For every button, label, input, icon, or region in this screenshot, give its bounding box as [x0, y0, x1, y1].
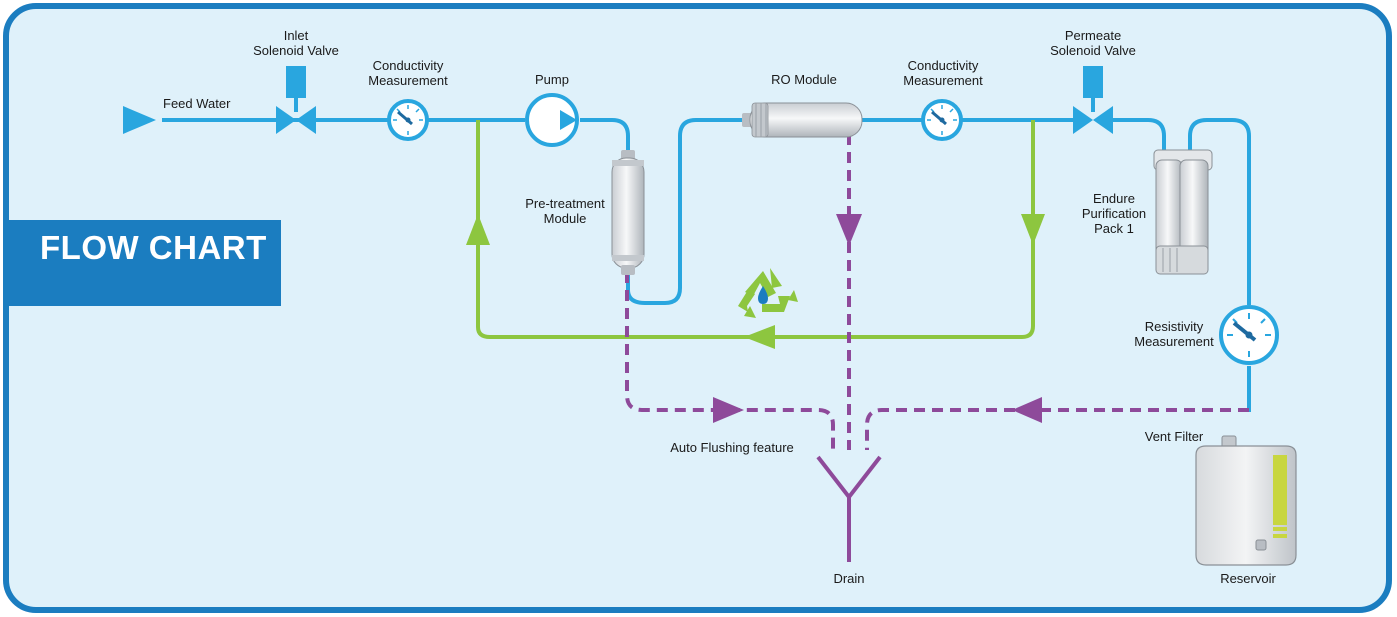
conductivity-1-label: Conductivity Measurement: [368, 58, 448, 88]
ro-module-label: RO Module: [771, 72, 837, 87]
purification-pack-icon: [1153, 149, 1213, 275]
inlet-valve-icon: [276, 66, 316, 134]
permeate-valve-label: Permeate Solenoid Valve: [1050, 28, 1136, 58]
resistivity-label: Resistivity Measurement: [1134, 319, 1214, 349]
reservoir-icon: [1195, 435, 1297, 566]
ro-module-icon: [742, 102, 863, 138]
title-box: [8, 220, 281, 306]
water-lines: [162, 118, 1251, 412]
drain-funnel: [816, 455, 882, 562]
feed-water-arrow: [123, 106, 156, 134]
recycle-icon: [738, 268, 798, 318]
auto-flushing-label: Auto Flushing feature: [670, 440, 794, 455]
pretreatment-module-icon: [611, 150, 645, 275]
pump-label: Pump: [535, 72, 569, 87]
gauge-icon: [921, 99, 963, 141]
feed-water-label: Feed Water: [163, 96, 231, 111]
water-drop-icon: [758, 286, 768, 304]
pretreatment-label: Pre-treatment Module: [525, 196, 605, 226]
recycle-arrow-down: [1021, 214, 1045, 245]
gauge-icon: [387, 99, 429, 141]
page-title: FLOW CHART: [40, 229, 267, 266]
reservoir-label: Reservoir: [1220, 571, 1276, 586]
drain-arrow-right: [713, 397, 744, 423]
drain-arrow-left: [1012, 397, 1042, 423]
conductivity-2-label: Conductivity Measurement: [903, 58, 983, 88]
gauge-icon: [1219, 305, 1279, 365]
drain-label: Drain: [833, 571, 865, 586]
inlet-valve-label: Inlet Solenoid Valve: [253, 28, 339, 58]
pump-icon: [525, 93, 579, 147]
drain-arrow-down: [836, 214, 862, 246]
frame: [3, 3, 1392, 613]
recycle-arrow-left: [744, 325, 775, 349]
recycle-arrow-up: [466, 214, 490, 245]
vent-filter-label: Vent Filter: [1144, 429, 1204, 444]
permeate-valve-icon: [1073, 66, 1113, 134]
endure-pack-label: Endure Purification Pack 1: [1081, 191, 1147, 236]
